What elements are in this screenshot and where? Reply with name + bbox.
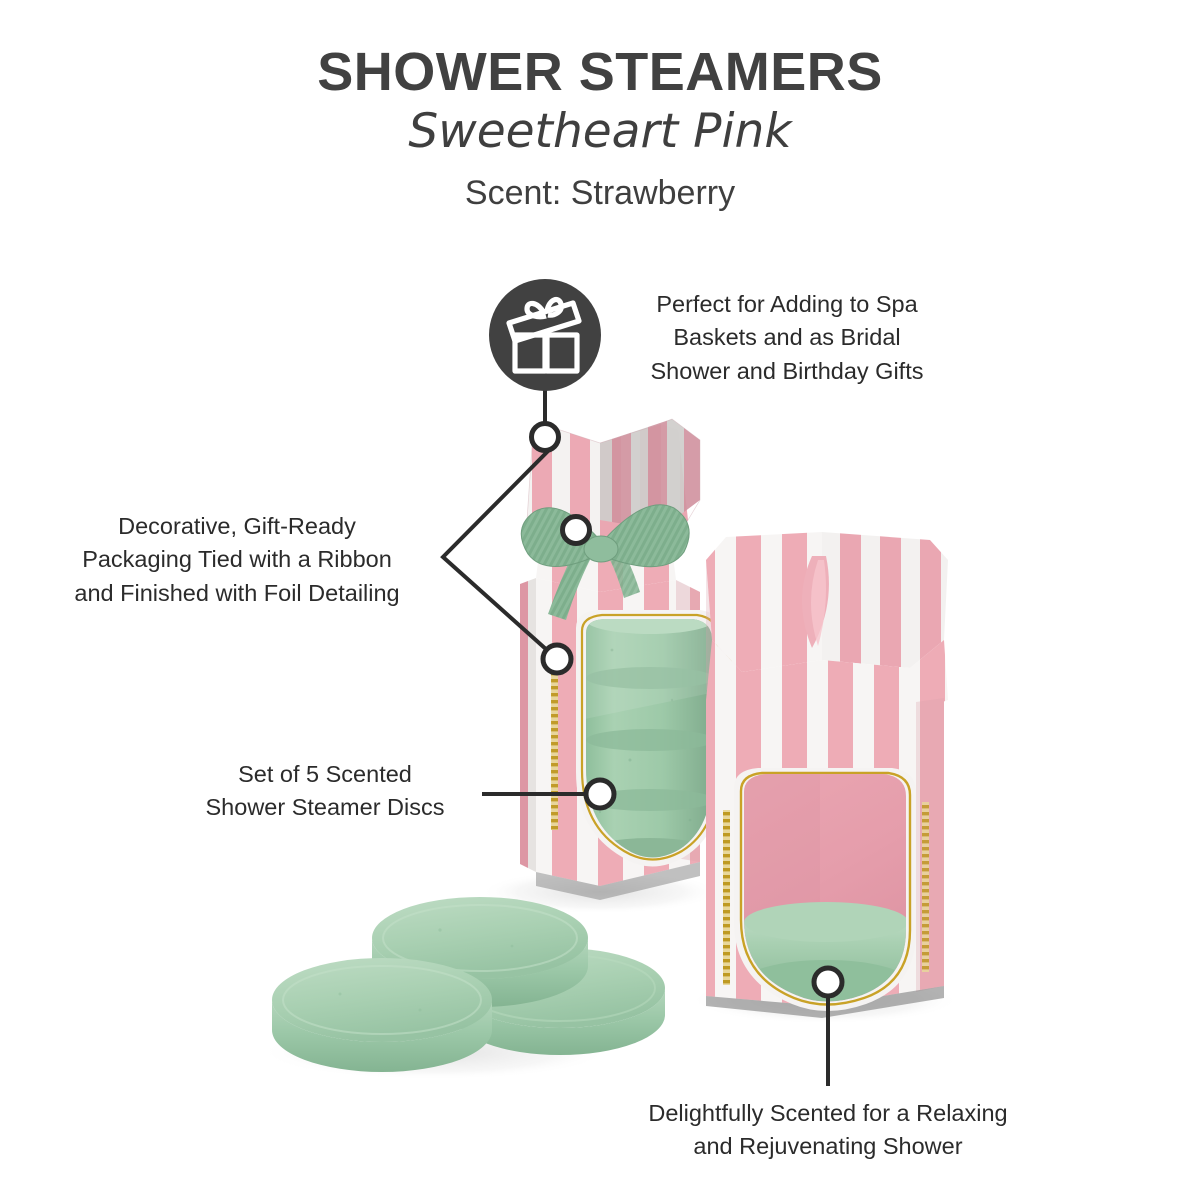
page-subtitle: Sweetheart Pink (408, 103, 792, 159)
callout-text-gift-use: Perfect for Adding to Spa Baskets and as… (650, 291, 924, 384)
rear-window-gold-outline (580, 613, 719, 861)
front-box (706, 532, 948, 1018)
front-box-crown-left (706, 532, 822, 672)
marker-window (540, 642, 574, 676)
header-block: SHOWER STEAMERS Sweetheart Pink Scent: S… (0, 44, 1200, 214)
callout-connectors (440, 390, 830, 1086)
rear-box-bottom (536, 862, 700, 900)
rear-foil-band-left (551, 660, 558, 830)
callout-markers (529, 421, 845, 999)
front-foil-band-left (723, 810, 730, 985)
callout-text-quantity: Set of 5 Scented Shower Steamer Discs (205, 761, 445, 821)
ribbon-loop-right (603, 504, 690, 568)
connector-line-left (440, 441, 559, 661)
loose-discs (272, 897, 665, 1072)
front-box-bottom (706, 986, 944, 1018)
scent-label: Scent: Strawberry (464, 173, 736, 212)
loose-disc-left (272, 958, 492, 1072)
page-title: SHOWER STEAMERS (317, 42, 883, 102)
callout-text-packaging: Decorative, Gift-Ready Packaging Tied wi… (74, 513, 400, 606)
callout-text-fragrance: Delightfully Scented for a Relaxing and … (648, 1100, 1008, 1160)
marker-top (529, 421, 561, 453)
front-box-neck (706, 640, 948, 716)
marker-bottom (811, 965, 845, 999)
front-box-pinch-hl (811, 560, 826, 646)
front-foil-band-right (922, 802, 929, 972)
rear-box-crown-back (600, 419, 700, 530)
marker-ribbon (560, 514, 592, 546)
front-box-right-shade (916, 698, 944, 992)
front-box-crown-right (822, 532, 948, 668)
gift-icon[interactable] (489, 279, 601, 391)
stacked-discs (586, 619, 712, 858)
ribbon-knot (583, 535, 619, 563)
marker-discs (583, 777, 617, 811)
rear-window-contents (586, 619, 712, 858)
front-window-gold-outline (739, 771, 912, 1006)
rear-box-side-panel (520, 578, 536, 872)
ribbon-tail-left (548, 543, 594, 620)
